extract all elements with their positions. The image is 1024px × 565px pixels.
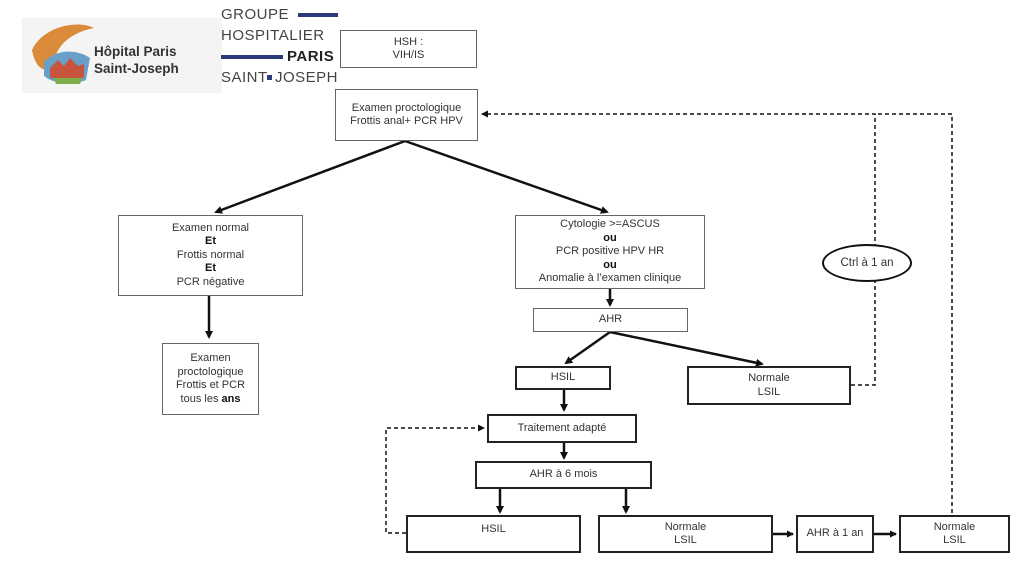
node-normal-line5: PCR négative xyxy=(176,275,245,288)
node-followup: Examen proctologique Frottis et PCR tous… xyxy=(162,343,259,415)
hospital-logo-emblem-icon xyxy=(32,24,94,84)
node-normal1-line2: LSIL xyxy=(757,385,781,398)
node-ctrl-label: Ctrl à 1 an xyxy=(840,257,894,269)
node-ahr1an-label: AHR à 1 an xyxy=(806,527,864,540)
node-hsh-line1: HSH : xyxy=(393,35,424,48)
node-ahr: AHR xyxy=(533,308,688,332)
arrow-exam-to-normal xyxy=(214,139,406,214)
dashed-loop-normal3-to-exam xyxy=(875,113,953,513)
arrow-ahr-to-hsil xyxy=(564,330,611,365)
node-normal-exam: Examen normal Et Frottis normal Et PCR n… xyxy=(118,215,303,296)
node-followup-line1: Examen xyxy=(190,352,231,364)
node-hsh-line2: VIH/IS xyxy=(392,49,425,61)
node-cyto-line3: PCR positive HPV HR xyxy=(555,245,665,258)
node-traitement: Traitement adapté xyxy=(487,414,637,443)
node-normal-lsil-1: Normale LSIL xyxy=(687,366,851,405)
node-followup-line4b: ans xyxy=(221,392,241,405)
node-ahr-1-an: AHR à 1 an xyxy=(796,515,874,553)
node-hsh: HSH : VIH/IS xyxy=(340,30,477,68)
group-logo-line1: GROUPE xyxy=(221,6,290,23)
node-normal-line3: Frottis normal xyxy=(176,248,245,261)
node-hsil-1: HSIL xyxy=(515,366,611,390)
node-hsil-1-label: HSIL xyxy=(550,371,576,384)
dashed-loop-hsil2-to-traitement xyxy=(385,424,485,534)
node-normal3-line2: LSIL xyxy=(943,534,966,546)
hospital-logo-line1: Hôpital Paris xyxy=(94,44,177,59)
group-logo-bar-top xyxy=(298,13,338,17)
node-exam-line2: Frottis anal+ PCR HPV xyxy=(350,115,463,127)
arrow-ahr-to-normal xyxy=(609,330,764,367)
node-hsil-2: HSIL xyxy=(406,515,581,553)
node-normal3-line1: Normale xyxy=(933,520,976,533)
arrow-exam-to-cyto xyxy=(404,139,609,214)
dashed-loop-normal1-to-exam xyxy=(481,110,876,386)
node-cyto-line5: Anomalie à l’examen clinique xyxy=(538,272,682,285)
group-logo-dot xyxy=(267,75,272,80)
node-normal-line1: Examen normal xyxy=(171,221,250,234)
node-normal-line2: Et xyxy=(205,235,216,248)
node-cyto-line4: ou xyxy=(603,258,617,271)
group-logo-bar-mid xyxy=(221,55,283,59)
node-exam-line1: Examen proctologique xyxy=(351,101,462,114)
node-followup-line4a: tous les xyxy=(180,392,222,405)
group-logo-line3: PARIS xyxy=(287,48,335,65)
node-cyto-line1: Cytologie >=ASCUS xyxy=(560,218,660,231)
node-ahr-6-mois: AHR à 6 mois xyxy=(475,461,652,489)
node-normal2-line1: Normale xyxy=(664,520,707,533)
group-logo: GROUPE HOSPITALIER PARIS SAINT JOSEPH xyxy=(215,0,345,92)
group-logo-line4b: JOSEPH xyxy=(275,69,339,86)
node-followup-line2: proctologique xyxy=(177,365,244,378)
node-traitement-label: Traitement adapté xyxy=(517,421,607,434)
node-normal2-line2: LSIL xyxy=(674,534,697,546)
group-logo-line4a: SAINT xyxy=(221,69,268,86)
node-exam: Examen proctologique Frottis anal+ PCR H… xyxy=(335,89,478,141)
node-normal1-line1: Normale xyxy=(748,372,790,384)
node-cyto-line2: ou xyxy=(603,231,617,244)
hospital-logo: Hôpital Paris Saint-Joseph xyxy=(22,18,222,93)
node-ahr6-label: AHR à 6 mois xyxy=(529,468,598,481)
node-followup-line4: tous les ans xyxy=(181,393,241,407)
hospital-logo-line2: Saint-Joseph xyxy=(94,61,179,76)
node-normal-line4: Et xyxy=(205,262,216,275)
node-ctrl-1-an: Ctrl à 1 an xyxy=(822,244,912,282)
node-normal-lsil-3: Normale LSIL xyxy=(899,515,1010,553)
node-hsil-2-label: HSIL xyxy=(481,523,506,535)
group-logo-line2: HOSPITALIER xyxy=(221,27,325,44)
node-ahr-label: AHR xyxy=(598,313,623,326)
node-normal-lsil-2: Normale LSIL xyxy=(598,515,773,553)
node-cytology: Cytologie >=ASCUS ou PCR positive HPV HR… xyxy=(515,215,705,289)
node-followup-line3: Frottis et PCR xyxy=(175,379,246,391)
